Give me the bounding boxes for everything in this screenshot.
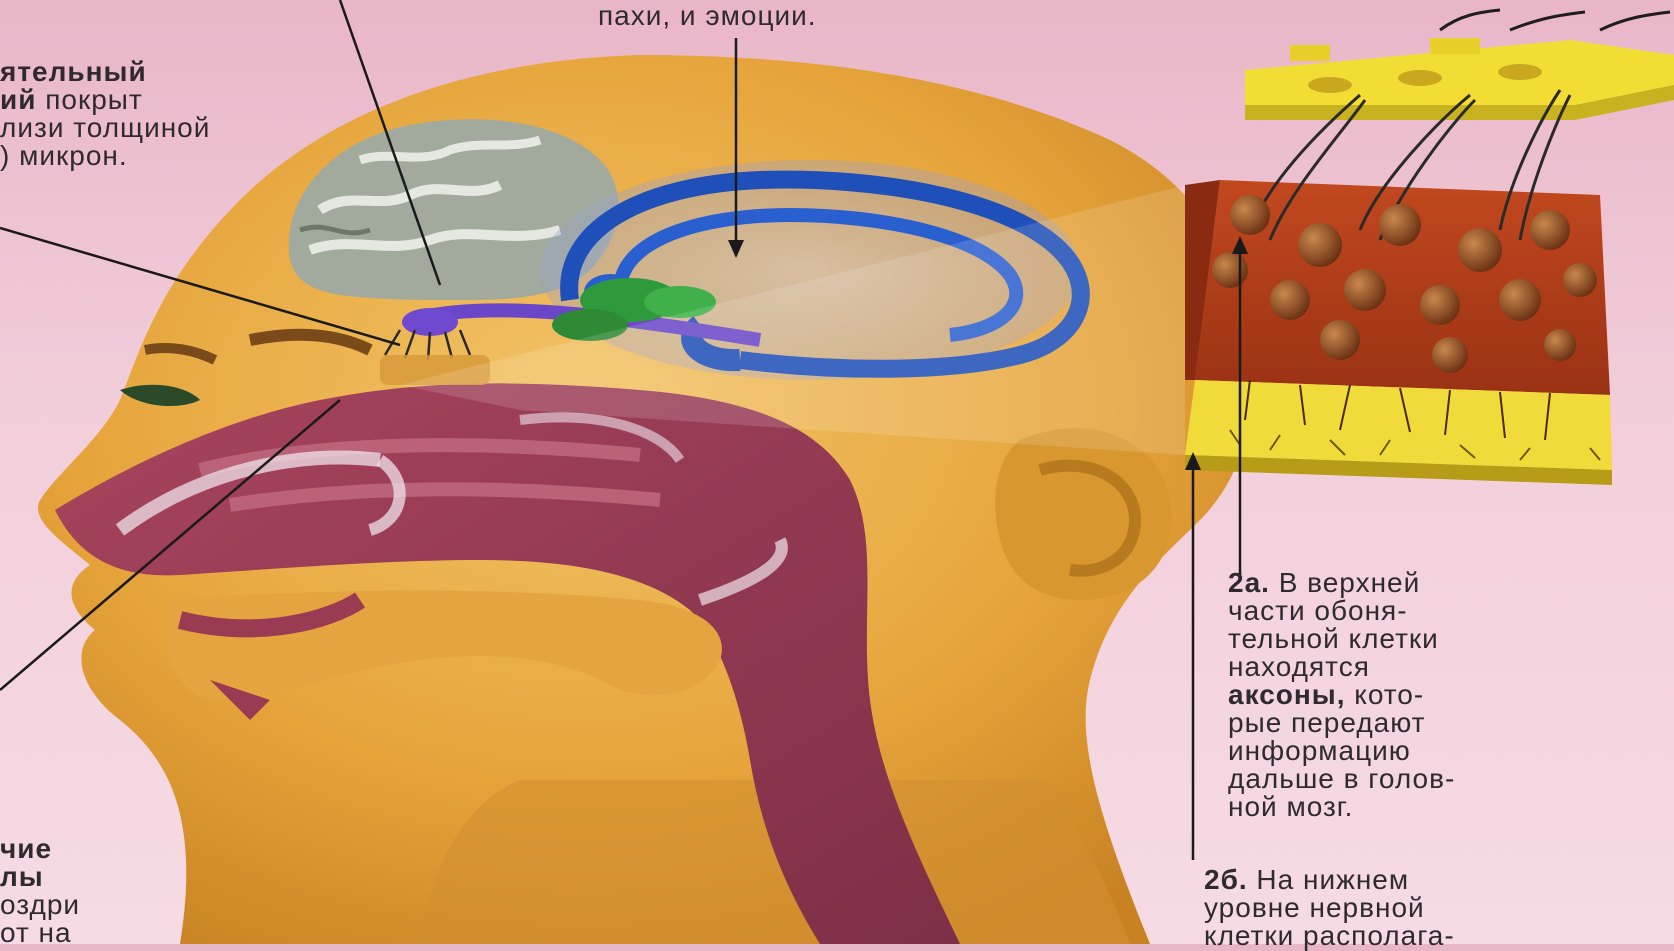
note-2a-line4: находятся: [1228, 653, 1455, 681]
note-left-bottom: чие лы оздри от на: [0, 835, 80, 947]
note-2b-line1: 2б. На нижнем: [1204, 866, 1455, 894]
note-mucus-line4: ) микрон.: [0, 142, 210, 170]
note-2b-line3: клетки располага-: [1204, 922, 1455, 950]
top-caption: пахи, и эмоции.: [598, 2, 817, 30]
olfactory-epithelium-block-icon: [1185, 10, 1674, 485]
note-mucus-line2: ий покрыт: [0, 86, 210, 114]
note-left-bottom-line4: от на: [0, 919, 80, 947]
note-mucus-line1: ятельный: [0, 58, 210, 86]
note-2a-line5-rest: кото-: [1346, 679, 1425, 710]
note-left-bottom-bold2: лы: [0, 861, 44, 892]
note-2b-line1-rest: На нижнем: [1248, 864, 1409, 895]
note-2a-line6: рые передают: [1228, 709, 1455, 737]
note-2b-number: 2б.: [1204, 864, 1248, 895]
note-left-bottom-bold1: чие: [0, 833, 52, 864]
note-2a-line1: 2а. В верхней: [1228, 569, 1455, 597]
note-2a-axons-term: аксоны,: [1228, 679, 1346, 710]
note-2a-line3: тельной клетки: [1228, 625, 1455, 653]
note-mucus-bold1: ятельный: [0, 56, 147, 87]
note-2a-line8: дальше в голов-: [1228, 765, 1455, 793]
note-mucus-bold2: ий: [0, 84, 36, 115]
note-mucus-line3: лизи толщиной: [0, 114, 210, 142]
note-left-bottom-line2: лы: [0, 863, 80, 891]
note-left-bottom-line1: чие: [0, 835, 80, 863]
note-2a-number: 2а.: [1228, 567, 1270, 598]
note-2a-axons: 2а. В верхней части обоня- тельной клетк…: [1228, 569, 1455, 821]
note-2a-line7: информацию: [1228, 737, 1455, 765]
note-left-bottom-line3: оздри: [0, 891, 80, 919]
note-2a-line9: ной мозг.: [1228, 793, 1455, 821]
note-mucus-epithelium: ятельный ий покрыт лизи толщиной ) микро…: [0, 58, 210, 170]
note-2a-line5: аксоны, кото-: [1228, 681, 1455, 709]
note-2a-line2: части обоня-: [1228, 597, 1455, 625]
note-mucus-line2-rest: покрыт: [36, 84, 142, 115]
note-2b-dendrites: 2б. На нижнем уровне нервной клетки расп…: [1204, 866, 1455, 950]
note-2b-line2: уровне нервной: [1204, 894, 1455, 922]
top-caption-text: пахи, и эмоции.: [598, 2, 817, 30]
note-2a-line1-rest: В верхней: [1270, 567, 1420, 598]
